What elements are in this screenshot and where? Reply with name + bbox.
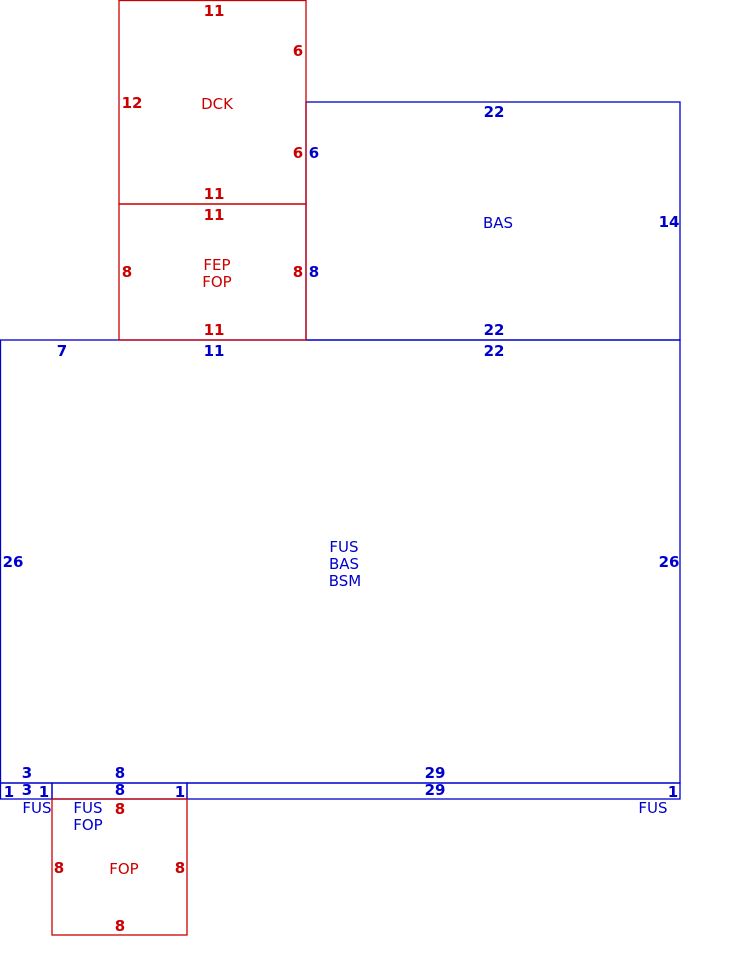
area-fep: 11 8 FEP FOP 8 11: [122, 206, 303, 339]
fep-code-label: FEP: [203, 256, 230, 274]
fep-dim-bottom: 11: [204, 321, 225, 339]
area-main: 7 11 22 26 FUS BAS BSM 26 3 8 29: [3, 342, 680, 782]
area-strip-a: 1 3 1 FUS: [4, 781, 52, 817]
main-dim-bottom-right: 29: [425, 764, 446, 782]
main-code-label-1: FUS: [329, 538, 358, 556]
main-dim-left: 26: [3, 553, 24, 571]
fop-lower-dim-right: 8: [175, 859, 185, 877]
strip-c-outline: [186, 782, 681, 800]
fop-lower-outline: [51, 798, 188, 936]
strip-b-code-label-2: FOP: [73, 816, 102, 834]
fep-dim-left: 8: [122, 263, 132, 281]
bas-upper-dim-left-lower: 8: [309, 263, 319, 281]
bas-upper-dim-left: 6: [309, 144, 319, 162]
strip-a-dim-bottom: 3: [22, 781, 32, 799]
main-dim-top-left: 7: [57, 342, 67, 360]
dck-dim-bottom: 11: [204, 185, 225, 203]
strip-c-dim-right: 1: [668, 783, 678, 801]
dck-dim-right-lower: 6: [293, 144, 303, 162]
strip-c-dim-top: 29: [425, 781, 446, 799]
dck-dim-right-upper: 6: [293, 42, 303, 60]
red-outlines: [51, 0, 307, 936]
bas-upper-dim-bottom: 22: [484, 321, 505, 339]
main-dim-top-right: 22: [484, 342, 505, 360]
strip-b-dim-top: 8: [115, 781, 125, 799]
bas-upper-dim-right: 14: [659, 213, 680, 231]
strip-a-code-label: FUS: [22, 799, 51, 817]
main-dim-bottom-mid: 8: [115, 764, 125, 782]
fop-lower-dim-bottom: 8: [115, 917, 125, 935]
fep-dim-right: 8: [293, 263, 303, 281]
fop-lower-dim-left: 8: [54, 859, 64, 877]
blue-outlines: [0, 101, 681, 800]
main-dim-top-mid: 11: [204, 342, 225, 360]
strip-c-code-label: FUS: [638, 799, 667, 817]
strip-a-dim-left: 1: [4, 783, 14, 801]
area-dck: 11 6 12 DCK 6 11: [122, 2, 304, 203]
fop-lower-code-label: FOP: [109, 860, 138, 878]
main-code-label-3: BSM: [329, 572, 362, 590]
main-dim-bottom-left: 3: [22, 764, 32, 782]
main-code-label-2: BAS: [329, 555, 359, 573]
area-fop-lower: 8 8 FOP 8 8: [54, 800, 185, 935]
main-dim-right: 26: [659, 553, 680, 571]
dck-dim-top: 11: [204, 2, 225, 20]
strip-b-dim-right: 1: [175, 783, 185, 801]
fep-dim-top: 11: [204, 206, 225, 224]
fep-code-label-2: FOP: [202, 273, 231, 291]
area-strip-b: 8 1 FUS FOP: [73, 781, 185, 834]
dck-code-label: DCK: [201, 95, 234, 113]
strip-a-dim-right: 1: [39, 783, 49, 801]
area-strip-c: 29 1 FUS: [425, 781, 679, 817]
strip-b-code-label-1: FUS: [73, 799, 102, 817]
bas-upper-code-label: BAS: [483, 214, 513, 232]
bas-upper-dim-top: 22: [484, 103, 505, 121]
area-bas-upper: 22 6 BAS 14 8 22: [309, 103, 680, 339]
fop-lower-dim-top: 8: [115, 800, 125, 818]
fep-outline: [118, 203, 307, 341]
dck-dim-left: 12: [122, 94, 143, 112]
